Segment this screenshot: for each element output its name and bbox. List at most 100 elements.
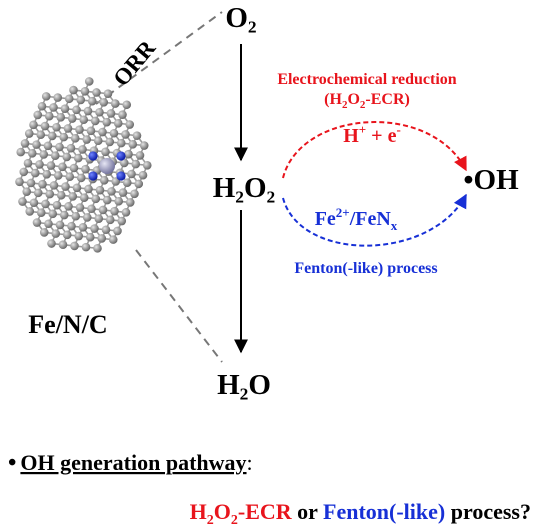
nitrogen-atom xyxy=(88,171,98,181)
carbon-atom xyxy=(63,124,73,133)
carbon-atom xyxy=(107,187,116,196)
carbon-atom xyxy=(130,189,139,199)
carbon-atom xyxy=(122,100,132,110)
carbon-atom xyxy=(86,126,96,136)
carbon-atom xyxy=(84,184,93,194)
carbon-atom xyxy=(56,113,66,122)
carbon-atom xyxy=(66,143,76,153)
carbon-atom xyxy=(75,125,84,134)
carbon-atom xyxy=(108,235,118,244)
nitrogen-atom xyxy=(88,151,98,161)
fenton-curved-arrow xyxy=(282,193,467,247)
fenton-reagent: Fe2+/FeNx xyxy=(315,205,398,233)
carbon-atom xyxy=(79,193,89,202)
carbon-atom xyxy=(92,88,101,97)
carbon-atom xyxy=(101,147,110,157)
carbon-atom xyxy=(70,241,79,251)
nitrogen-atom xyxy=(116,171,126,181)
carbon-atom xyxy=(139,141,149,150)
carbon-atom xyxy=(62,230,72,240)
carbon-atom xyxy=(55,220,65,230)
carbon-atom xyxy=(62,152,72,162)
carbon-atom xyxy=(20,139,30,148)
carbon-atom xyxy=(32,218,42,227)
carbon-atom xyxy=(40,121,50,131)
carbon-atom xyxy=(50,151,60,161)
ecr-curved-arrow xyxy=(282,121,467,179)
carbon-atom xyxy=(85,232,95,242)
carbon-atom xyxy=(23,158,33,168)
carbon-atom xyxy=(125,198,135,207)
carbon-atom xyxy=(49,181,59,190)
h2o2-label: H₂O₂ xyxy=(213,172,276,204)
carbon-atom xyxy=(110,99,120,108)
carbon-atom xyxy=(74,231,84,241)
carbon-atom xyxy=(98,127,107,137)
carbon-atom xyxy=(44,111,54,121)
carbon-atom xyxy=(81,164,90,174)
carbon-atom xyxy=(76,173,86,183)
carbon-atom xyxy=(101,225,111,235)
carbon-atom xyxy=(51,229,61,238)
carbon-atom xyxy=(135,151,145,160)
o2-label: O₂ xyxy=(225,2,256,34)
carbon-atom xyxy=(119,158,129,168)
fenton-label: Fenton(-like) process xyxy=(294,260,437,277)
carbon-atom xyxy=(36,130,46,140)
carbon-atom xyxy=(97,234,107,243)
carbon-atom xyxy=(65,172,75,181)
carbon-atom xyxy=(106,109,116,118)
carbon-atom xyxy=(93,244,102,253)
carbon-atom xyxy=(42,169,52,179)
carbon-atom xyxy=(138,170,148,180)
ecr-title: Electrochemical reduction xyxy=(277,71,456,88)
carbon-atom xyxy=(69,163,79,173)
carbon-atom xyxy=(38,179,47,189)
carbon-atom xyxy=(29,120,38,130)
carbon-atom xyxy=(93,136,103,146)
carbon-atom xyxy=(47,239,56,248)
carbon-atom xyxy=(41,199,50,209)
carbon-atom xyxy=(47,131,57,141)
carbon-atom xyxy=(102,117,112,127)
orr-label: ORR xyxy=(108,35,160,91)
carbon-atom xyxy=(81,242,91,252)
carbon-atom xyxy=(117,216,127,226)
carbon-atom xyxy=(71,211,81,221)
carbon-atom xyxy=(35,160,44,169)
carbon-atom xyxy=(25,207,35,216)
carbon-atom xyxy=(64,94,74,104)
carbon-atom xyxy=(29,198,39,208)
carbon-atom xyxy=(87,96,97,106)
carbon-atom xyxy=(73,153,83,163)
carbon-atom xyxy=(32,140,41,149)
iron-atom xyxy=(99,158,115,174)
carbon-atom xyxy=(52,200,62,210)
carbon-atom xyxy=(99,175,109,185)
carbon-atom xyxy=(22,187,32,196)
pathway-heading-text: OH generation pathway xyxy=(20,450,246,475)
carbon-atom xyxy=(128,140,138,149)
carbon-atom xyxy=(26,178,36,188)
ecr-abbreviation: (H2O2-ECR) xyxy=(324,91,410,111)
carbon-atom xyxy=(75,203,85,212)
carbon-atom xyxy=(33,188,43,198)
carbon-atom xyxy=(109,128,119,138)
carbon-atom xyxy=(58,240,68,250)
orr-guide-line-top xyxy=(95,11,223,105)
carbon-atom xyxy=(37,101,47,111)
fe-n-c-molecule-icon xyxy=(15,77,152,253)
carbon-atom xyxy=(83,106,93,116)
carbon-atom xyxy=(33,110,43,120)
carbon-atom xyxy=(49,103,58,112)
carbon-atom xyxy=(67,114,77,123)
carbon-atom xyxy=(55,142,64,152)
carbon-atom xyxy=(39,150,49,159)
carbon-atom xyxy=(59,132,69,142)
carbon-atom xyxy=(98,205,108,215)
carbon-atom xyxy=(90,224,99,233)
h2o-label: H₂O xyxy=(217,369,271,401)
pathway-question: H2O2-ECR or Fenton(-like) process? xyxy=(190,499,531,528)
carbon-atom xyxy=(27,149,37,158)
